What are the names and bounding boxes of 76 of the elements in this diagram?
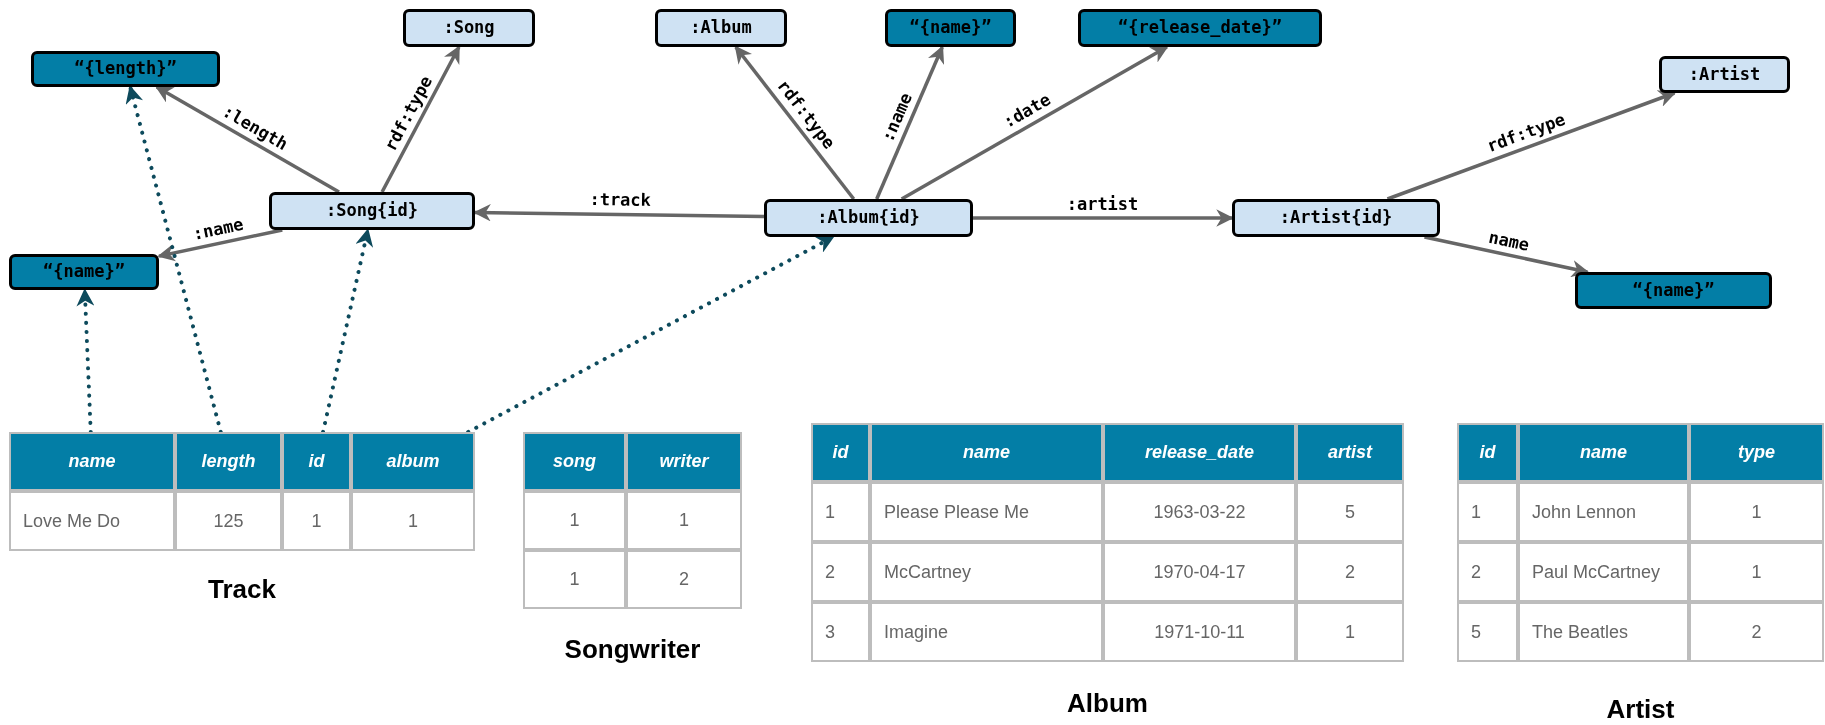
table-cell: 1: [523, 550, 626, 609]
header-cell: name: [9, 432, 175, 491]
arrow: [1386, 90, 1677, 201]
table-cell: 1970-04-17: [1103, 542, 1296, 602]
header-cell: type: [1689, 423, 1824, 482]
table-cell: 5: [1457, 602, 1518, 662]
table-cell: Love Me Do: [9, 491, 175, 551]
header-cell: id: [1457, 423, 1518, 482]
arrow: [1424, 235, 1590, 278]
class-node: :Artist: [1659, 56, 1790, 93]
table-cell: John Lennon: [1518, 482, 1689, 542]
header-cell: album: [351, 432, 475, 491]
table-cell: 1: [1457, 482, 1518, 542]
table-cell: 2: [626, 550, 742, 609]
table-cell: 1: [1296, 602, 1404, 662]
table-cell: 1: [523, 491, 626, 550]
class-node: :Song: [403, 9, 535, 47]
table-cell: 2: [1689, 602, 1824, 662]
table-cell: 2: [1457, 542, 1518, 602]
header-cell: id: [282, 432, 351, 491]
dotted-mapping-arrow: [125, 85, 223, 434]
table-cell: 1: [351, 491, 475, 551]
table-cell: 1963-03-22: [1103, 482, 1296, 542]
header-cell: name: [1518, 423, 1689, 482]
table-cell: 3: [811, 602, 870, 662]
table-title: Songwriter: [564, 633, 701, 666]
header-cell: id: [811, 423, 870, 482]
table-cell: McCartney: [870, 542, 1103, 602]
table-cell: 2: [811, 542, 870, 602]
class-node: :Album{id}: [764, 199, 973, 237]
arrow: [734, 45, 856, 201]
header-cell: release_date: [1103, 423, 1296, 482]
table-cell: 1: [282, 491, 351, 551]
literal-node: “{name}”: [1575, 272, 1772, 309]
header-cell: song: [523, 432, 626, 491]
edge-label: :track: [588, 191, 651, 210]
table-cell: Paul McCartney: [1518, 542, 1689, 602]
arrow: [875, 45, 945, 200]
edge-label: :name: [878, 90, 915, 145]
class-node: :Artist{id}: [1232, 199, 1440, 237]
table-cell: The Beatles: [1518, 602, 1689, 662]
edge-label: :artist: [1066, 195, 1139, 213]
dotted-mapping-arrow: [76, 288, 95, 434]
edge-label: name: [1487, 228, 1531, 254]
dotted-mapping-arrow: [466, 235, 835, 434]
table-cell: 1971-10-11: [1103, 602, 1296, 662]
literal-node: “{name}”: [9, 254, 159, 290]
header-cell: name: [870, 423, 1103, 482]
arrow: [900, 45, 1169, 201]
literal-node: “{release_date}”: [1078, 9, 1322, 47]
arrow: [155, 85, 340, 194]
arrow: [157, 228, 283, 262]
table-cell: 2: [1296, 542, 1404, 602]
table-title: Track: [208, 573, 276, 606]
class-node: :Song{id}: [269, 192, 475, 230]
table-title: Artist: [1606, 693, 1675, 725]
table-cell: 1: [1689, 542, 1824, 602]
literal-node: “{length}”: [31, 51, 220, 87]
arrow: [380, 45, 461, 193]
dotted-mapping-arrow: [321, 228, 374, 434]
table-cell: 5: [1296, 482, 1404, 542]
edge-label: :name: [190, 215, 245, 243]
literal-node: “{name}”: [885, 9, 1016, 47]
table-cell: Imagine: [870, 602, 1103, 662]
header-cell: writer: [626, 432, 742, 491]
arrow: [973, 209, 1234, 227]
class-node: :Album: [655, 9, 787, 47]
header-cell: artist: [1296, 423, 1404, 482]
arrow: [473, 203, 765, 222]
table-cell: 1: [626, 491, 742, 550]
header-cell: length: [175, 432, 282, 491]
table-cell: 1: [1689, 482, 1824, 542]
table-cell: 125: [175, 491, 282, 551]
table-title: Album: [1067, 687, 1148, 720]
table-cell: Please Please Me: [870, 482, 1103, 542]
table-cell: 1: [811, 482, 870, 542]
